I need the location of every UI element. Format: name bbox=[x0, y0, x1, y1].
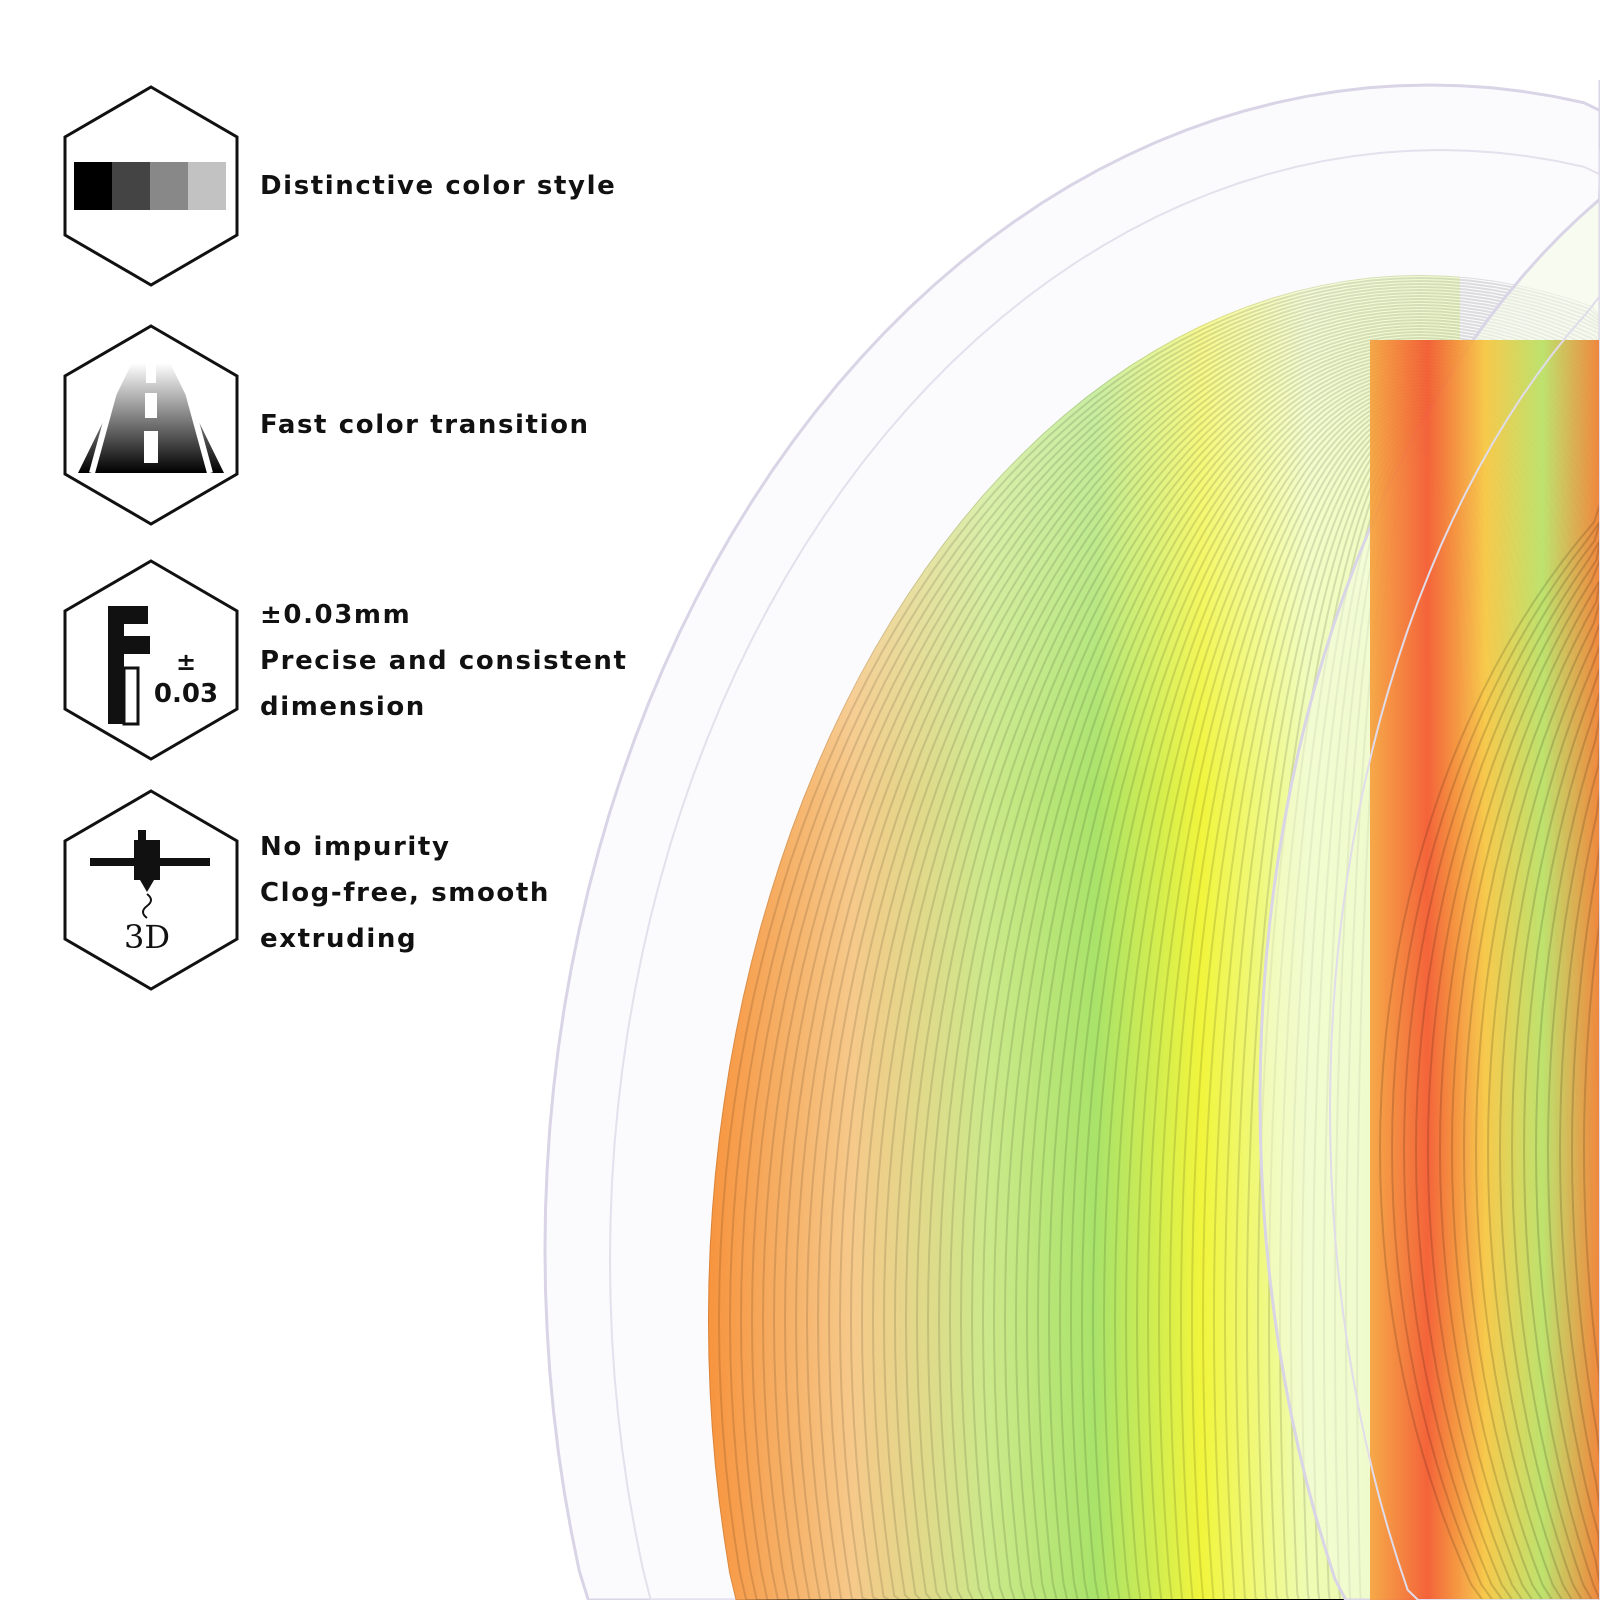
filament-strand bbox=[1510, 330, 1600, 1600]
feature-label: Distinctive color style bbox=[260, 171, 617, 201]
filament-strand bbox=[904, 327, 1600, 1600]
filament-strand bbox=[860, 315, 1600, 1600]
filament-strand bbox=[816, 303, 1600, 1600]
filament-strand bbox=[1498, 330, 1600, 1600]
feature-no-impurity: 3D No impurity Clog-free, smooth extrudi… bbox=[62, 788, 682, 992]
filament-strand bbox=[970, 345, 1600, 1600]
feature-label: Clog-free, smooth bbox=[260, 878, 551, 908]
filament-strand bbox=[937, 336, 1600, 1600]
filament-strand bbox=[761, 288, 1600, 1600]
filament-strand bbox=[1036, 363, 1600, 1600]
filament-strand bbox=[871, 318, 1600, 1600]
feature-label: ±0.03mm bbox=[260, 600, 412, 630]
filament-strand bbox=[750, 285, 1600, 1600]
feature-label: Precise and consistent bbox=[260, 646, 628, 676]
feature-dimension: ± 0.03 ±0.03mm Precise and consistent di… bbox=[62, 558, 682, 762]
filament-strand bbox=[1014, 357, 1600, 1600]
filament-strand bbox=[1474, 330, 1600, 1600]
feature-label: extruding bbox=[260, 924, 418, 954]
svg-text:3D: 3D bbox=[124, 918, 170, 956]
filament-strand bbox=[948, 339, 1600, 1600]
filament-strand bbox=[827, 306, 1600, 1600]
filament-strand bbox=[893, 324, 1600, 1600]
filament-strand bbox=[717, 276, 1600, 1600]
filament-strand bbox=[849, 312, 1600, 1600]
filament-strand bbox=[1522, 330, 1600, 1600]
filament-strand bbox=[739, 282, 1600, 1600]
filament-strand bbox=[1486, 330, 1600, 1600]
filament-rainbow-side bbox=[1370, 340, 1600, 1600]
grayscale-swatch-icon bbox=[63, 85, 239, 287]
feature-color-style: Distinctive color style bbox=[62, 84, 682, 288]
filament-strand bbox=[1378, 330, 1600, 1600]
filament-strand bbox=[1058, 369, 1600, 1600]
3d-printer-nozzle-icon: 3D bbox=[63, 789, 239, 991]
feature-label: Fast color transition bbox=[260, 410, 590, 440]
filament-strand bbox=[1069, 372, 1600, 1600]
filament-strand bbox=[772, 291, 1600, 1600]
spool-left-flange-rim bbox=[608, 148, 1600, 1600]
filament-strand bbox=[926, 333, 1600, 1600]
filament-strand bbox=[1003, 354, 1600, 1600]
road-gradient-icon bbox=[63, 324, 239, 526]
svg-text:0.03: 0.03 bbox=[154, 679, 218, 709]
svg-text:±: ± bbox=[176, 648, 196, 676]
filament-strand bbox=[1080, 375, 1600, 1600]
filament-strand bbox=[1402, 330, 1600, 1600]
filament-strand bbox=[794, 297, 1600, 1600]
filament-strand bbox=[1091, 378, 1600, 1600]
filament-strand bbox=[838, 309, 1600, 1600]
feature-label: No impurity bbox=[260, 832, 451, 862]
filament-strand bbox=[783, 294, 1600, 1600]
filament-strand bbox=[805, 300, 1600, 1600]
filament-strand bbox=[981, 348, 1600, 1600]
feature-color-transition: Fast color transition bbox=[62, 323, 682, 527]
filament-strand bbox=[882, 321, 1600, 1600]
caliper-icon: ± 0.03 bbox=[63, 559, 239, 761]
filament-strand bbox=[959, 342, 1600, 1600]
filament-strand bbox=[1025, 360, 1600, 1600]
filament-strand bbox=[1047, 366, 1600, 1600]
filament-strand bbox=[1546, 330, 1600, 1600]
feature-label: dimension bbox=[260, 692, 426, 722]
filament-strand bbox=[992, 351, 1600, 1600]
filament-strand bbox=[1390, 330, 1600, 1600]
filament-strand bbox=[1102, 381, 1600, 1600]
spool-right-flange-rim bbox=[1328, 150, 1600, 1600]
filament-strand bbox=[1534, 330, 1600, 1600]
filament-strand bbox=[915, 330, 1600, 1600]
filament-strand bbox=[728, 279, 1600, 1600]
